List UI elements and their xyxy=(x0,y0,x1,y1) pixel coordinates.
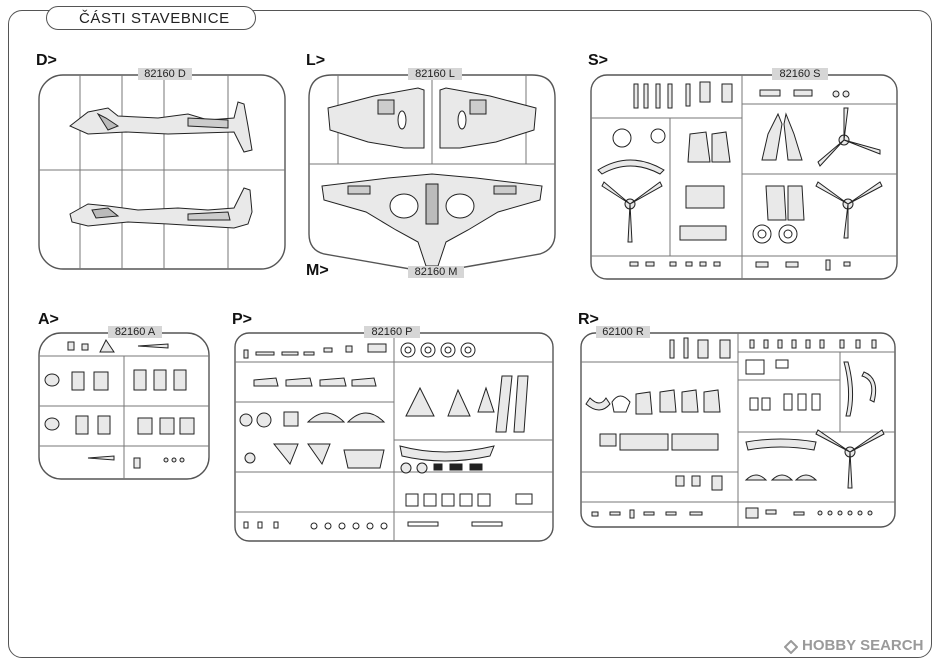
sprue-a xyxy=(38,332,210,480)
sprue-code-a: 82160 A xyxy=(108,326,162,338)
sprue-code-p: 82160 P xyxy=(364,326,420,338)
fuselage-half-left xyxy=(69,101,253,153)
canopy-and-seats-r xyxy=(585,389,723,491)
wheels-s xyxy=(752,224,798,244)
sprue-p xyxy=(234,332,554,542)
hobby-search-logo-icon xyxy=(784,640,798,654)
sprue-d xyxy=(38,74,286,270)
section-label-s: S> xyxy=(588,52,609,69)
page-title: ČÁSTI STAVEBNICE xyxy=(79,10,230,27)
radiator-and-cowl-p xyxy=(239,377,386,469)
upper-wing-right xyxy=(439,87,537,149)
section-label-a: A> xyxy=(38,311,59,328)
section-label-d: D> xyxy=(36,52,57,69)
section-label-p: P> xyxy=(232,311,253,328)
small-round-parts-p xyxy=(243,521,503,530)
fuselage-panels-p xyxy=(399,375,529,474)
exhaust-and-panel xyxy=(679,185,727,241)
bottom-small-parts-r xyxy=(591,507,873,519)
section-label-r: R> xyxy=(578,311,599,328)
sprue-code-r: 62100 R xyxy=(596,326,650,338)
panels-r xyxy=(745,359,821,411)
small-parts-row-s xyxy=(633,81,850,109)
frames-p xyxy=(405,493,533,507)
sprue-code-d: 82160 D xyxy=(138,68,192,80)
fuselage-half-right xyxy=(69,187,253,229)
sprue-code-m: 82160 M xyxy=(408,266,464,278)
cowling-halves xyxy=(761,112,805,221)
page-frame xyxy=(8,10,932,658)
canopy-parts-a xyxy=(44,339,195,469)
sprue-code-s: 82160 S xyxy=(772,68,828,80)
lower-wing xyxy=(321,173,543,267)
title-tab: ČÁSTI STAVEBNICE xyxy=(46,6,256,30)
sprue-lm xyxy=(308,74,556,273)
propeller-r xyxy=(744,361,885,489)
wheels-p xyxy=(400,342,476,358)
bottom-small-parts-s xyxy=(629,259,851,271)
propeller-three-blade-right xyxy=(815,107,883,239)
small-parts-row-p xyxy=(243,343,387,359)
sprue-s xyxy=(590,74,898,280)
small-parts-row-r xyxy=(669,337,877,359)
propeller-three-blade-left xyxy=(601,181,663,243)
sprue-r xyxy=(580,332,896,528)
upper-wing-left xyxy=(327,87,425,149)
watermark-text: HOBBY SEARCH xyxy=(802,637,924,654)
section-label-m: M> xyxy=(306,262,329,279)
section-label-l: L> xyxy=(306,52,326,69)
propeller-spinners xyxy=(597,128,731,175)
sprue-code-l: 82160 L xyxy=(408,68,462,80)
